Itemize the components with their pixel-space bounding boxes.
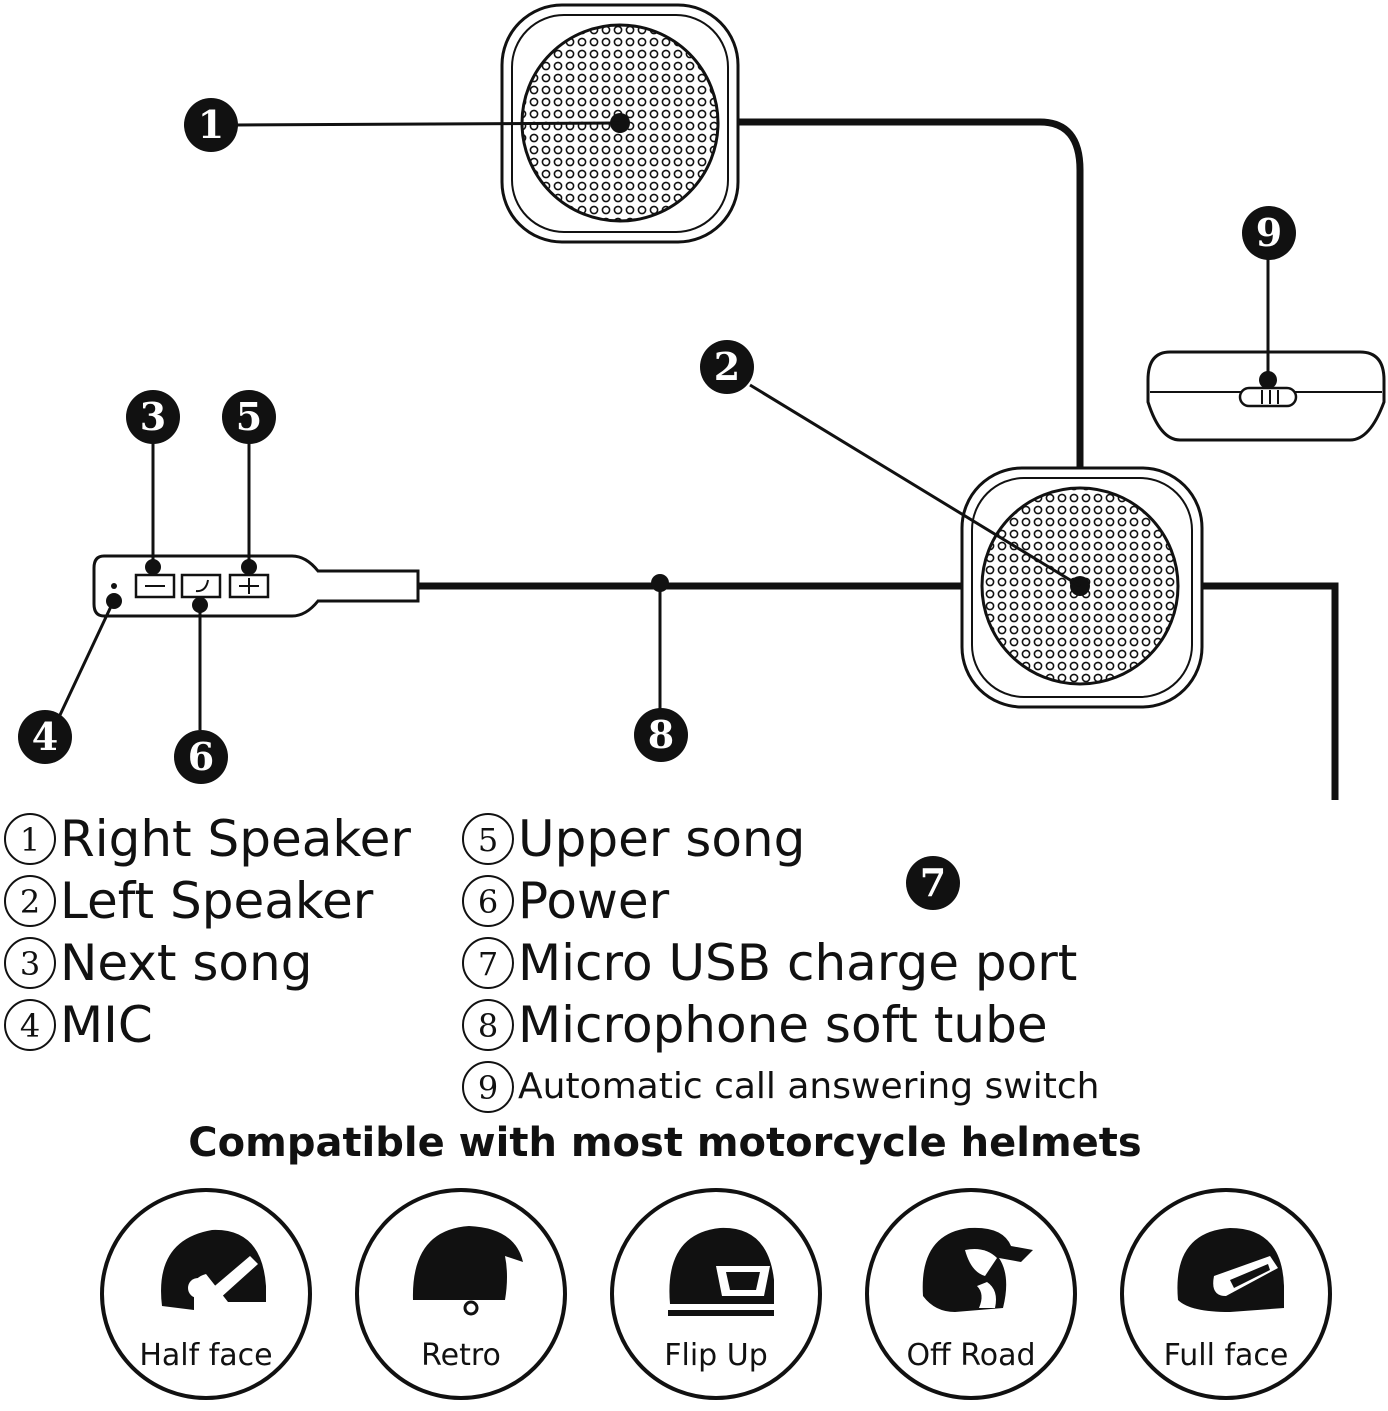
helmet-label: Half face [139,1338,273,1373]
power-button [180,573,222,599]
helmet-full-face: Full face [1120,1188,1332,1400]
legend-mark: 8 [462,999,514,1051]
legend-mark: 9 [462,1061,514,1113]
callout-7: 7 [906,856,960,910]
legend-text: Power [518,872,670,930]
legend-text: Next song [60,934,313,992]
product-diagram [58,3,1386,800]
legend-text: Left Speaker [60,872,374,930]
half-face-helmet-icon [161,1229,266,1310]
callout-1: 1 [184,98,238,152]
charge-cable [1196,582,1339,800]
callout-3: 3 [126,390,180,444]
legend-mark: 1 [4,813,56,865]
legend-mark: 4 [4,999,56,1051]
legend-mark: 5 [462,813,514,865]
legend-text: Right Speaker [60,810,411,868]
legend-text: Microphone soft tube [518,996,1048,1054]
helmet-retro: Retro [355,1188,567,1400]
slide-switch [1238,386,1298,408]
speaker-link-cable [734,118,1084,482]
helmet-label: Off Road [906,1338,1036,1373]
helmet-label: Retro [421,1338,501,1373]
legend-text: MIC [60,996,153,1054]
helmet-half-face: Half face [100,1188,312,1400]
callout-5: 5 [222,390,276,444]
compatibility-title: Compatible with most motorcycle helmets [188,1120,1142,1166]
flip-up-helmet-icon [668,1227,774,1316]
retro-helmet-icon [412,1226,523,1316]
off-road-helmet-icon [922,1227,1033,1312]
legend-mark: 6 [462,875,514,927]
legend-text: Upper song [518,810,806,868]
auto-answer-switch-box [1146,350,1386,442]
callout-4: 4 [18,710,72,764]
helmet-label: Full face [1163,1338,1289,1373]
callout-6: 6 [174,730,228,784]
legend-text: Micro USB charge port [518,934,1078,992]
callout-2: 2 [700,340,754,394]
callout-8: 8 [634,708,688,762]
leader-lines [58,121,1270,730]
legend-mark: 3 [4,937,56,989]
helmet-label: Flip Up [664,1338,768,1373]
left-speaker [960,466,1204,709]
cables [414,118,1339,800]
legend-text: Automatic call answering switch [518,1066,1100,1107]
callout-9: 9 [1242,206,1296,260]
helmet-off-road: Off Road [865,1188,1077,1400]
legend-mark: 7 [462,937,514,989]
full-face-helmet-icon [1177,1228,1284,1312]
remote-control [92,554,420,618]
helmet-flip-up: Flip Up [610,1188,822,1400]
legend-mark: 2 [4,875,56,927]
